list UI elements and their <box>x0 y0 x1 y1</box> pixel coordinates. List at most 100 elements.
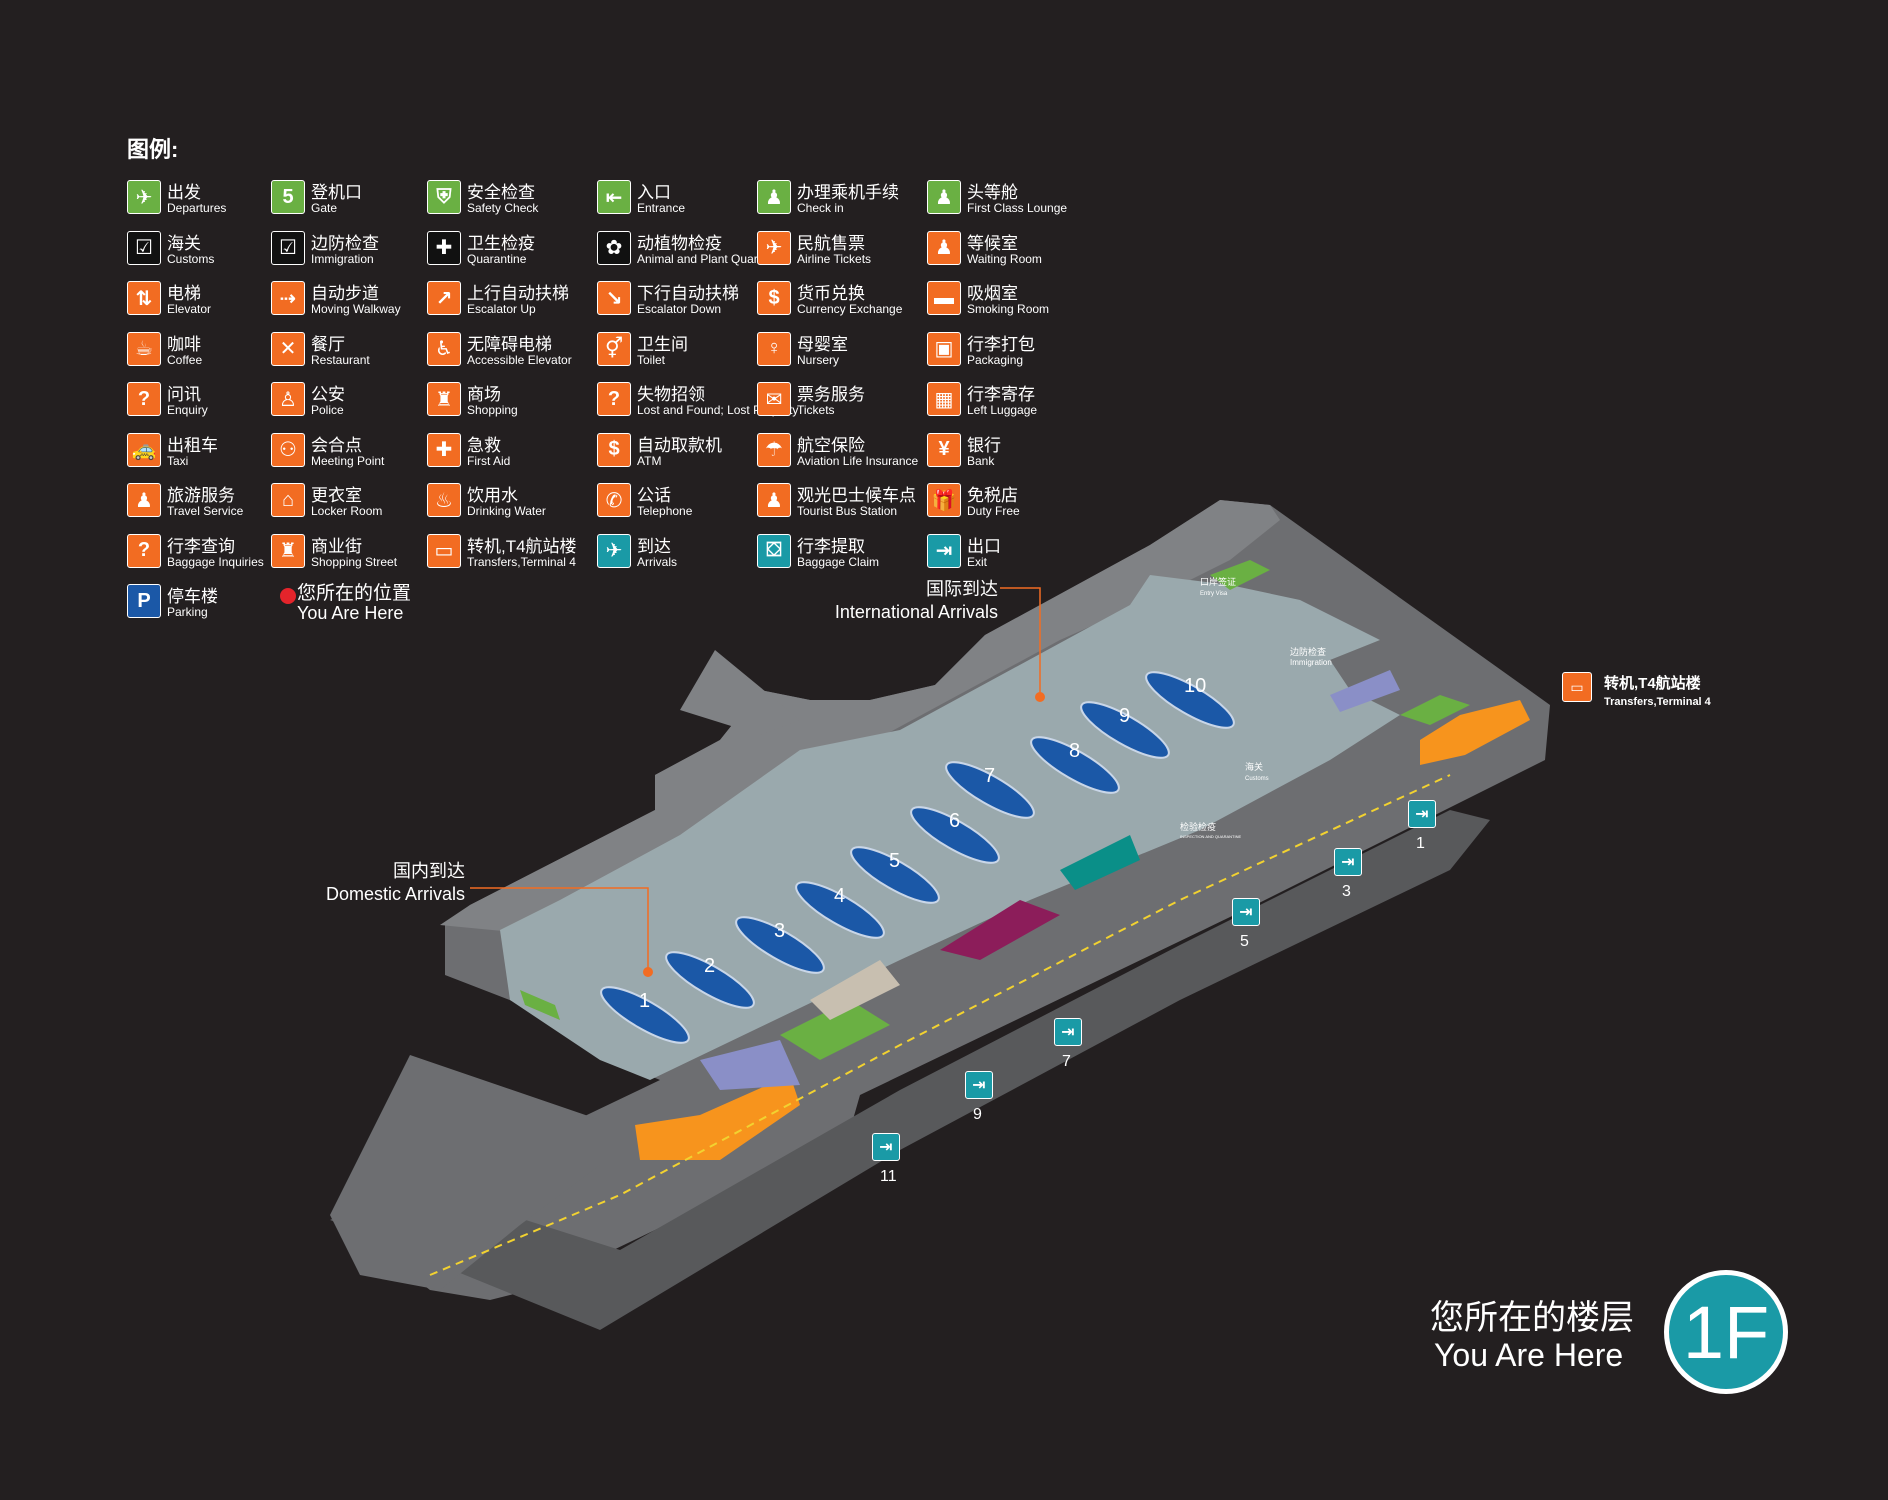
floor-indicator-zh: 您所在的楼层 <box>1430 1299 1634 1337</box>
legend-label-en: Elevator <box>167 302 212 316</box>
international-callout-line <box>1000 587 1041 695</box>
transfers-zh: 转机,T4航站楼 <box>1604 675 1701 692</box>
legend-label-zh: 商场 <box>467 385 501 404</box>
legend-label-zh: 边防检查 <box>311 233 379 253</box>
legend-label-en: Departures <box>167 201 227 215</box>
legend-label-en: Enquiry <box>167 403 208 417</box>
legend-label-zh: 到达 <box>637 536 671 556</box>
restaurant-zone-east <box>1420 700 1530 765</box>
legend-label-en: Airline Tickets <box>797 251 872 266</box>
legend-label-en: Parking <box>167 605 208 619</box>
legend-label-zh: 航空保险 <box>797 435 865 455</box>
coffee-icon: ☕ <box>127 331 161 366</box>
accessible-elevator-icon: ♿ <box>427 331 461 366</box>
transfer-bus-icon: ▭ <box>1562 672 1592 702</box>
transfers-terminal4: ▭ 转机,T4航站楼 Transfers,Terminal 4 <box>1562 672 1711 708</box>
exit-number: 1 <box>1416 835 1425 852</box>
toilet-icon: ⚥ <box>597 331 631 366</box>
arrivals-icon: ✈ <box>597 533 631 568</box>
legend-label-en: Telephone <box>637 504 693 518</box>
legend-label-en: Quarantine <box>467 251 527 266</box>
legend-label-zh: 旅游服务 <box>167 486 235 505</box>
legend-label-zh: 吸烟室 <box>967 284 1018 303</box>
legend-label-en: Transfers,Terminal 4 <box>467 554 576 569</box>
shopping-street-icon: ♜ <box>271 533 305 568</box>
duty-free-icon: 🎁 <box>927 483 961 517</box>
currency-exchange-icon: $ <box>757 281 791 315</box>
legend-label-en: Left Luggage <box>967 403 1038 417</box>
escalator-up-icon: ↗ <box>427 281 461 315</box>
west-wing-block <box>330 1055 600 1290</box>
legend-label-zh: 出口 <box>967 536 1001 556</box>
legend-label-zh: 货币兑换 <box>797 284 865 303</box>
moving-walkway-icon: ⇢ <box>271 281 305 315</box>
restaurant-icon: ✕ <box>271 331 305 366</box>
legend-label-zh: 行李提取 <box>797 536 865 556</box>
elevator-icon: ⇅ <box>127 281 161 315</box>
departures-icon: ✈ <box>127 180 161 214</box>
telephone-icon: ✆ <box>597 483 631 517</box>
legend-label-en: Nursery <box>797 352 840 367</box>
legend-label-en: Aviation Life Insurance <box>797 453 919 468</box>
legend-label-en: Toilet <box>637 352 666 367</box>
immigration-label-zh: 边防检查 <box>1290 646 1326 657</box>
legend-you-are-here: 您所在的位置 You Are Here <box>271 578 441 623</box>
legend-label-zh: 办理乘机手续 <box>797 183 899 202</box>
first-class-lounge-icon: ♟ <box>927 180 961 214</box>
immigration-icon: ☑ <box>271 230 305 265</box>
domestic-arrivals-callout: 国内到达 Domestic Arrivals <box>270 860 465 906</box>
legend-label-zh: 咖啡 <box>167 334 201 354</box>
legend-label-en: Moving Walkway <box>311 302 401 316</box>
legend-label-en: Escalator Up <box>467 302 536 316</box>
legend-label-zh: 免税店 <box>967 486 1018 505</box>
baggage-carousel <box>945 761 1035 819</box>
legend-label-zh: 等候室 <box>967 233 1018 253</box>
taxi-icon: 🚕 <box>127 432 161 467</box>
legend-label-zh: 自动取款机 <box>637 435 722 455</box>
transfers-en: Transfers,Terminal 4 <box>1604 696 1711 708</box>
baggage-inquiries-icon: ? <box>127 533 161 568</box>
baggage-carousel-number: 1 <box>639 990 650 1012</box>
legend-label-zh: 失物招领 <box>637 385 705 404</box>
locker-room-icon: ⌂ <box>271 483 305 517</box>
baggage-carousel <box>735 916 825 974</box>
shopping-zone-magenta <box>940 900 1060 960</box>
baggage-carousel-number: 9 <box>1119 705 1130 727</box>
legend-label-en: Smoking Room <box>967 302 1050 316</box>
legend-label-en: Travel Service <box>167 504 244 518</box>
baggage-carousel-number: 10 <box>1184 675 1206 697</box>
first-aid-icon: ✚ <box>427 432 461 467</box>
legend-label-en: Taxi <box>167 453 189 468</box>
baggage-carousel-number: 3 <box>774 920 785 942</box>
exit-icon: ⇥ <box>1334 848 1362 876</box>
legend-label-en: Accessible Elevator <box>467 352 572 367</box>
legend-label-en: Police <box>311 403 344 417</box>
legend-label-en: Check in <box>797 201 844 215</box>
legend-label-zh: 头等舱 <box>967 183 1018 202</box>
international-arrivals-en: International Arrivals <box>834 602 998 622</box>
legend-label-en: Restaurant <box>311 352 370 367</box>
legend-label-zh: 观光巴士候车点 <box>797 486 916 505</box>
baggage-carousel <box>600 986 690 1044</box>
legend-label-zh: 更衣室 <box>311 486 362 505</box>
exit-icon: ⇥ <box>1408 800 1436 828</box>
terminal-top-ledge <box>440 500 1280 935</box>
purple-zone-north <box>1330 670 1400 712</box>
